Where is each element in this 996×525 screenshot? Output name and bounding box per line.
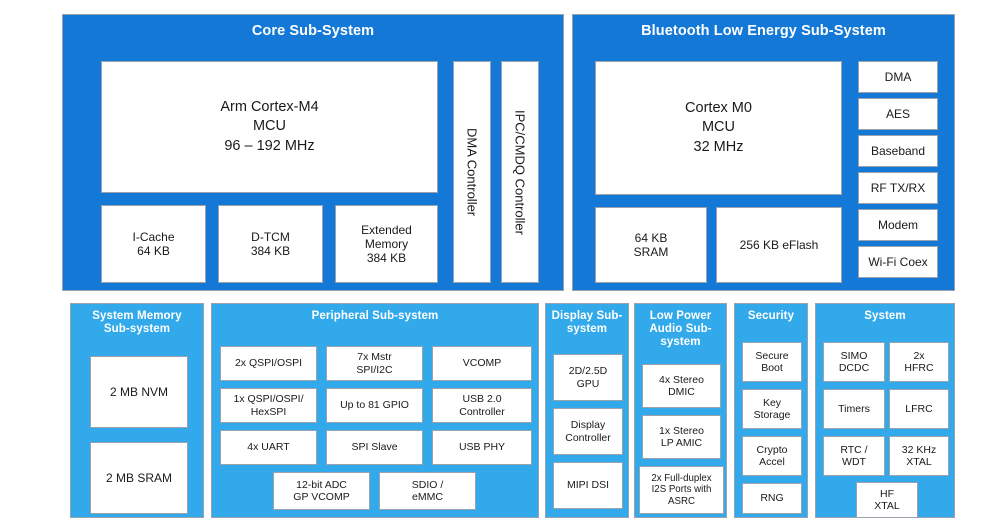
block-ipc-cmdq-controller: IPC/CMDQ Controller <box>501 61 539 283</box>
block-gpio-up-to-81: Up to 81 GPIO <box>326 388 423 423</box>
section-peripheral-sub-system: Peripheral Sub-system 2x QSPI/OSPI 7x Ms… <box>211 303 539 518</box>
section-title-low-power-audio-sub-system: Low Power Audio Sub-system <box>649 310 712 348</box>
block-arm-cortex-m4: Arm Cortex-M4 MCU 96 – 192 MHz <box>101 61 438 193</box>
section-bluetooth-low-energy-sub-system: Bluetooth Low Energy Sub-System Cortex M… <box>572 14 955 291</box>
block-stereo-lp-amic-1x: 1x Stereo LP AMIC <box>642 415 721 459</box>
section-system: System SIMO DCDC 2x HFRC Timers LFRC RTC… <box>815 303 955 518</box>
block-dma-controller: DMA Controller <box>453 61 491 283</box>
block-i2s-ports-asrc-2x: 2x Full-duplex I2S Ports with ASRC <box>639 466 724 514</box>
block-usb-2-0-controller: USB 2.0 Controller <box>432 388 532 423</box>
block-mstr-spi-i2c-7x: 7x Mstr SPI/I2C <box>326 346 423 381</box>
block-ble-dma: DMA <box>858 61 938 93</box>
block-ble-rf-tx-rx: RF TX/RX <box>858 172 938 204</box>
block-sram-2mb: 2 MB SRAM <box>90 442 188 514</box>
block-key-storage: Key Storage <box>742 389 802 429</box>
block-qspi-ospi-2x: 2x QSPI/OSPI <box>220 346 317 381</box>
block-ble-baseband: Baseband <box>858 135 938 167</box>
block-ble-64kb-sram: 64 KB SRAM <box>595 207 707 283</box>
section-title-display-sub-system: Display Sub-system <box>551 310 623 335</box>
block-rtc-wdt: RTC / WDT <box>823 436 885 476</box>
block-d-tcm: D-TCM 384 KB <box>218 205 323 283</box>
block-rng: RNG <box>742 483 802 514</box>
block-nvm-2mb: 2 MB NVM <box>90 356 188 428</box>
block-lfrc: LFRC <box>889 389 949 429</box>
block-cortex-m0: Cortex M0 MCU 32 MHz <box>595 61 842 195</box>
block-simo-dcdc: SIMO DCDC <box>823 342 885 382</box>
section-title-security: Security <box>747 310 795 322</box>
block-secure-boot: Secure Boot <box>742 342 802 382</box>
block-gpu-2d-2-5d: 2D/2.5D GPU <box>553 354 623 401</box>
block-ble-wifi-coex: Wi-Fi Coex <box>858 246 938 278</box>
block-hf-xtal: HF XTAL <box>856 482 918 518</box>
block-xtal-32khz: 32 KHz XTAL <box>889 436 949 476</box>
block-spi-slave: SPI Slave <box>326 430 423 465</box>
section-security: Security Secure Boot Key Storage Crypto … <box>734 303 808 518</box>
section-display-sub-system: Display Sub-system 2D/2.5D GPU Display C… <box>545 303 629 518</box>
block-ble-256kb-eflash: 256 KB eFlash <box>716 207 842 283</box>
block-display-controller: Display Controller <box>553 408 623 455</box>
block-timers: Timers <box>823 389 885 429</box>
block-ble-modem: Modem <box>858 209 938 241</box>
block-ble-aes: AES <box>858 98 938 130</box>
block-usb-phy: USB PHY <box>432 430 532 465</box>
section-title-system-memory-sub-system: System Memory Sub-system <box>92 310 182 335</box>
block-qspi-ospi-hexspi-1x: 1x QSPI/OSPI/ HexSPI <box>220 388 317 423</box>
block-adc-12bit-gp-vcomp: 12-bit ADC GP VCOMP <box>273 472 370 510</box>
block-crypto-accel: Crypto Accel <box>742 436 802 476</box>
block-i-cache: I-Cache 64 KB <box>101 205 206 283</box>
block-vcomp: VCOMP <box>432 346 532 381</box>
block-uart-4x: 4x UART <box>220 430 317 465</box>
section-title-bluetooth-low-energy-sub-system: Bluetooth Low Energy Sub-System <box>641 23 886 39</box>
section-title-system: System <box>864 310 906 322</box>
section-core-sub-system: Core Sub-System Arm Cortex-M4 MCU 96 – 1… <box>62 14 564 291</box>
section-system-memory-sub-system: System Memory Sub-system 2 MB NVM 2 MB S… <box>70 303 204 518</box>
section-title-peripheral-sub-system: Peripheral Sub-system <box>311 310 439 322</box>
section-title-core-sub-system: Core Sub-System <box>251 23 375 39</box>
block-extended-memory: Extended Memory 384 KB <box>335 205 438 283</box>
block-stereo-dmic-4x: 4x Stereo DMIC <box>642 364 721 408</box>
section-low-power-audio-sub-system: Low Power Audio Sub-system 4x Stereo DMI… <box>634 303 727 518</box>
block-sdio-emmc: SDIO / eMMC <box>379 472 476 510</box>
block-hfrc-2x: 2x HFRC <box>889 342 949 382</box>
block-mipi-dsi: MIPI DSI <box>553 462 623 509</box>
